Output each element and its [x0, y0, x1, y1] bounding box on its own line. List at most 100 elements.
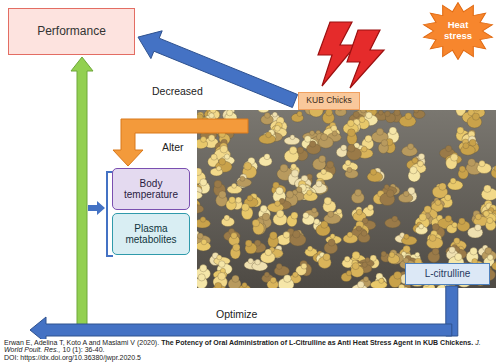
chick-head	[210, 110, 216, 113]
performance-box: Performance	[8, 8, 135, 55]
chick-head	[200, 217, 205, 222]
chick-head	[404, 234, 409, 239]
chick-head	[275, 125, 281, 131]
citation-title: The Potency of Oral Administration of L-…	[161, 339, 473, 346]
chick-head	[197, 233, 203, 239]
arrow-segment	[138, 31, 298, 108]
chick-head	[362, 262, 367, 267]
chick-head	[348, 129, 356, 137]
chick-head	[379, 278, 384, 283]
chick-head	[214, 180, 222, 188]
chick-head	[291, 212, 298, 219]
chick-head	[356, 226, 361, 231]
chick-head	[429, 235, 436, 242]
citation-volume: 10 (1): 36-40.	[63, 346, 105, 353]
chick-head	[328, 239, 335, 246]
chick-head	[244, 162, 252, 170]
chick-head	[236, 197, 242, 203]
chick-head	[445, 216, 451, 222]
chick-head	[418, 153, 424, 159]
chick-head	[307, 190, 312, 195]
chick-head	[474, 110, 480, 111]
chick-head	[197, 168, 202, 176]
chick-head	[410, 167, 417, 174]
chick-head	[218, 272, 226, 280]
alter-arrow	[113, 119, 248, 166]
chick-head	[472, 113, 479, 120]
chick-head	[231, 233, 237, 239]
chick-head	[233, 244, 240, 251]
chick-head	[341, 145, 347, 151]
chick-head	[389, 252, 395, 258]
chick-head	[344, 256, 350, 262]
chick-head	[455, 253, 462, 260]
chick-head	[389, 127, 397, 135]
chick-head	[361, 110, 367, 113]
chick-head	[211, 154, 217, 160]
chick-head	[365, 258, 370, 263]
chick-head	[435, 200, 441, 206]
chick-head	[266, 132, 272, 138]
chick-head	[408, 144, 414, 150]
chick-head	[439, 183, 446, 190]
chick-head	[361, 230, 367, 236]
chick-head	[459, 218, 465, 224]
chick-head	[469, 139, 476, 146]
chick-head	[412, 158, 418, 164]
chick-head	[283, 232, 290, 239]
chick-head	[219, 191, 226, 198]
chick-head	[227, 110, 233, 116]
chick-head	[424, 206, 431, 213]
chick-head	[446, 145, 452, 151]
chick-head	[385, 111, 391, 117]
chick-head	[242, 283, 247, 288]
chick-head	[323, 253, 330, 260]
chick-head	[232, 275, 239, 282]
chick-head	[201, 137, 207, 143]
chick-head	[414, 110, 419, 113]
chick-head	[291, 164, 297, 170]
chick-head	[319, 155, 326, 162]
chick-head	[209, 113, 214, 118]
chick-head	[454, 238, 460, 244]
chick-head	[308, 246, 313, 251]
chick-head	[394, 110, 400, 116]
block-arrow	[30, 57, 458, 343]
chick-head	[304, 136, 311, 143]
node-label: Body temperature	[117, 178, 185, 201]
chick-head	[200, 179, 207, 186]
chick-head	[352, 263, 359, 270]
chick-head	[392, 216, 398, 222]
chick-head	[321, 134, 328, 141]
arrow-segment	[71, 57, 93, 333]
chick-head	[310, 141, 316, 147]
plasma-metabolites-box: Plasma metabolites	[112, 213, 190, 255]
chick-head	[381, 140, 388, 147]
chick-head	[327, 161, 334, 168]
chick-head	[353, 111, 359, 117]
chick-head	[370, 169, 376, 175]
citation-line: DOI: https://dx.doi.org/10.36380/jwpr.20…	[4, 354, 492, 361]
flow-label: Alter	[160, 140, 186, 154]
chick-head	[198, 274, 205, 281]
chick-head	[449, 247, 455, 253]
chick-head	[262, 213, 270, 221]
chick-head	[217, 255, 222, 260]
chick-head	[240, 176, 245, 181]
chick-head	[316, 181, 322, 187]
chick-head	[347, 232, 352, 237]
chick-head	[387, 190, 395, 198]
chick-head	[355, 189, 362, 196]
chick-head	[475, 214, 481, 220]
chick-body	[257, 110, 270, 113]
chick-head	[224, 154, 229, 159]
chick-head	[232, 183, 237, 188]
chick-head	[487, 255, 493, 261]
chick-head	[475, 224, 482, 231]
chick-head	[275, 201, 281, 207]
chick-head	[377, 128, 384, 135]
chick-head	[220, 145, 228, 153]
chick-head	[450, 178, 456, 184]
chick-head	[200, 265, 207, 272]
chick-head	[272, 112, 277, 117]
